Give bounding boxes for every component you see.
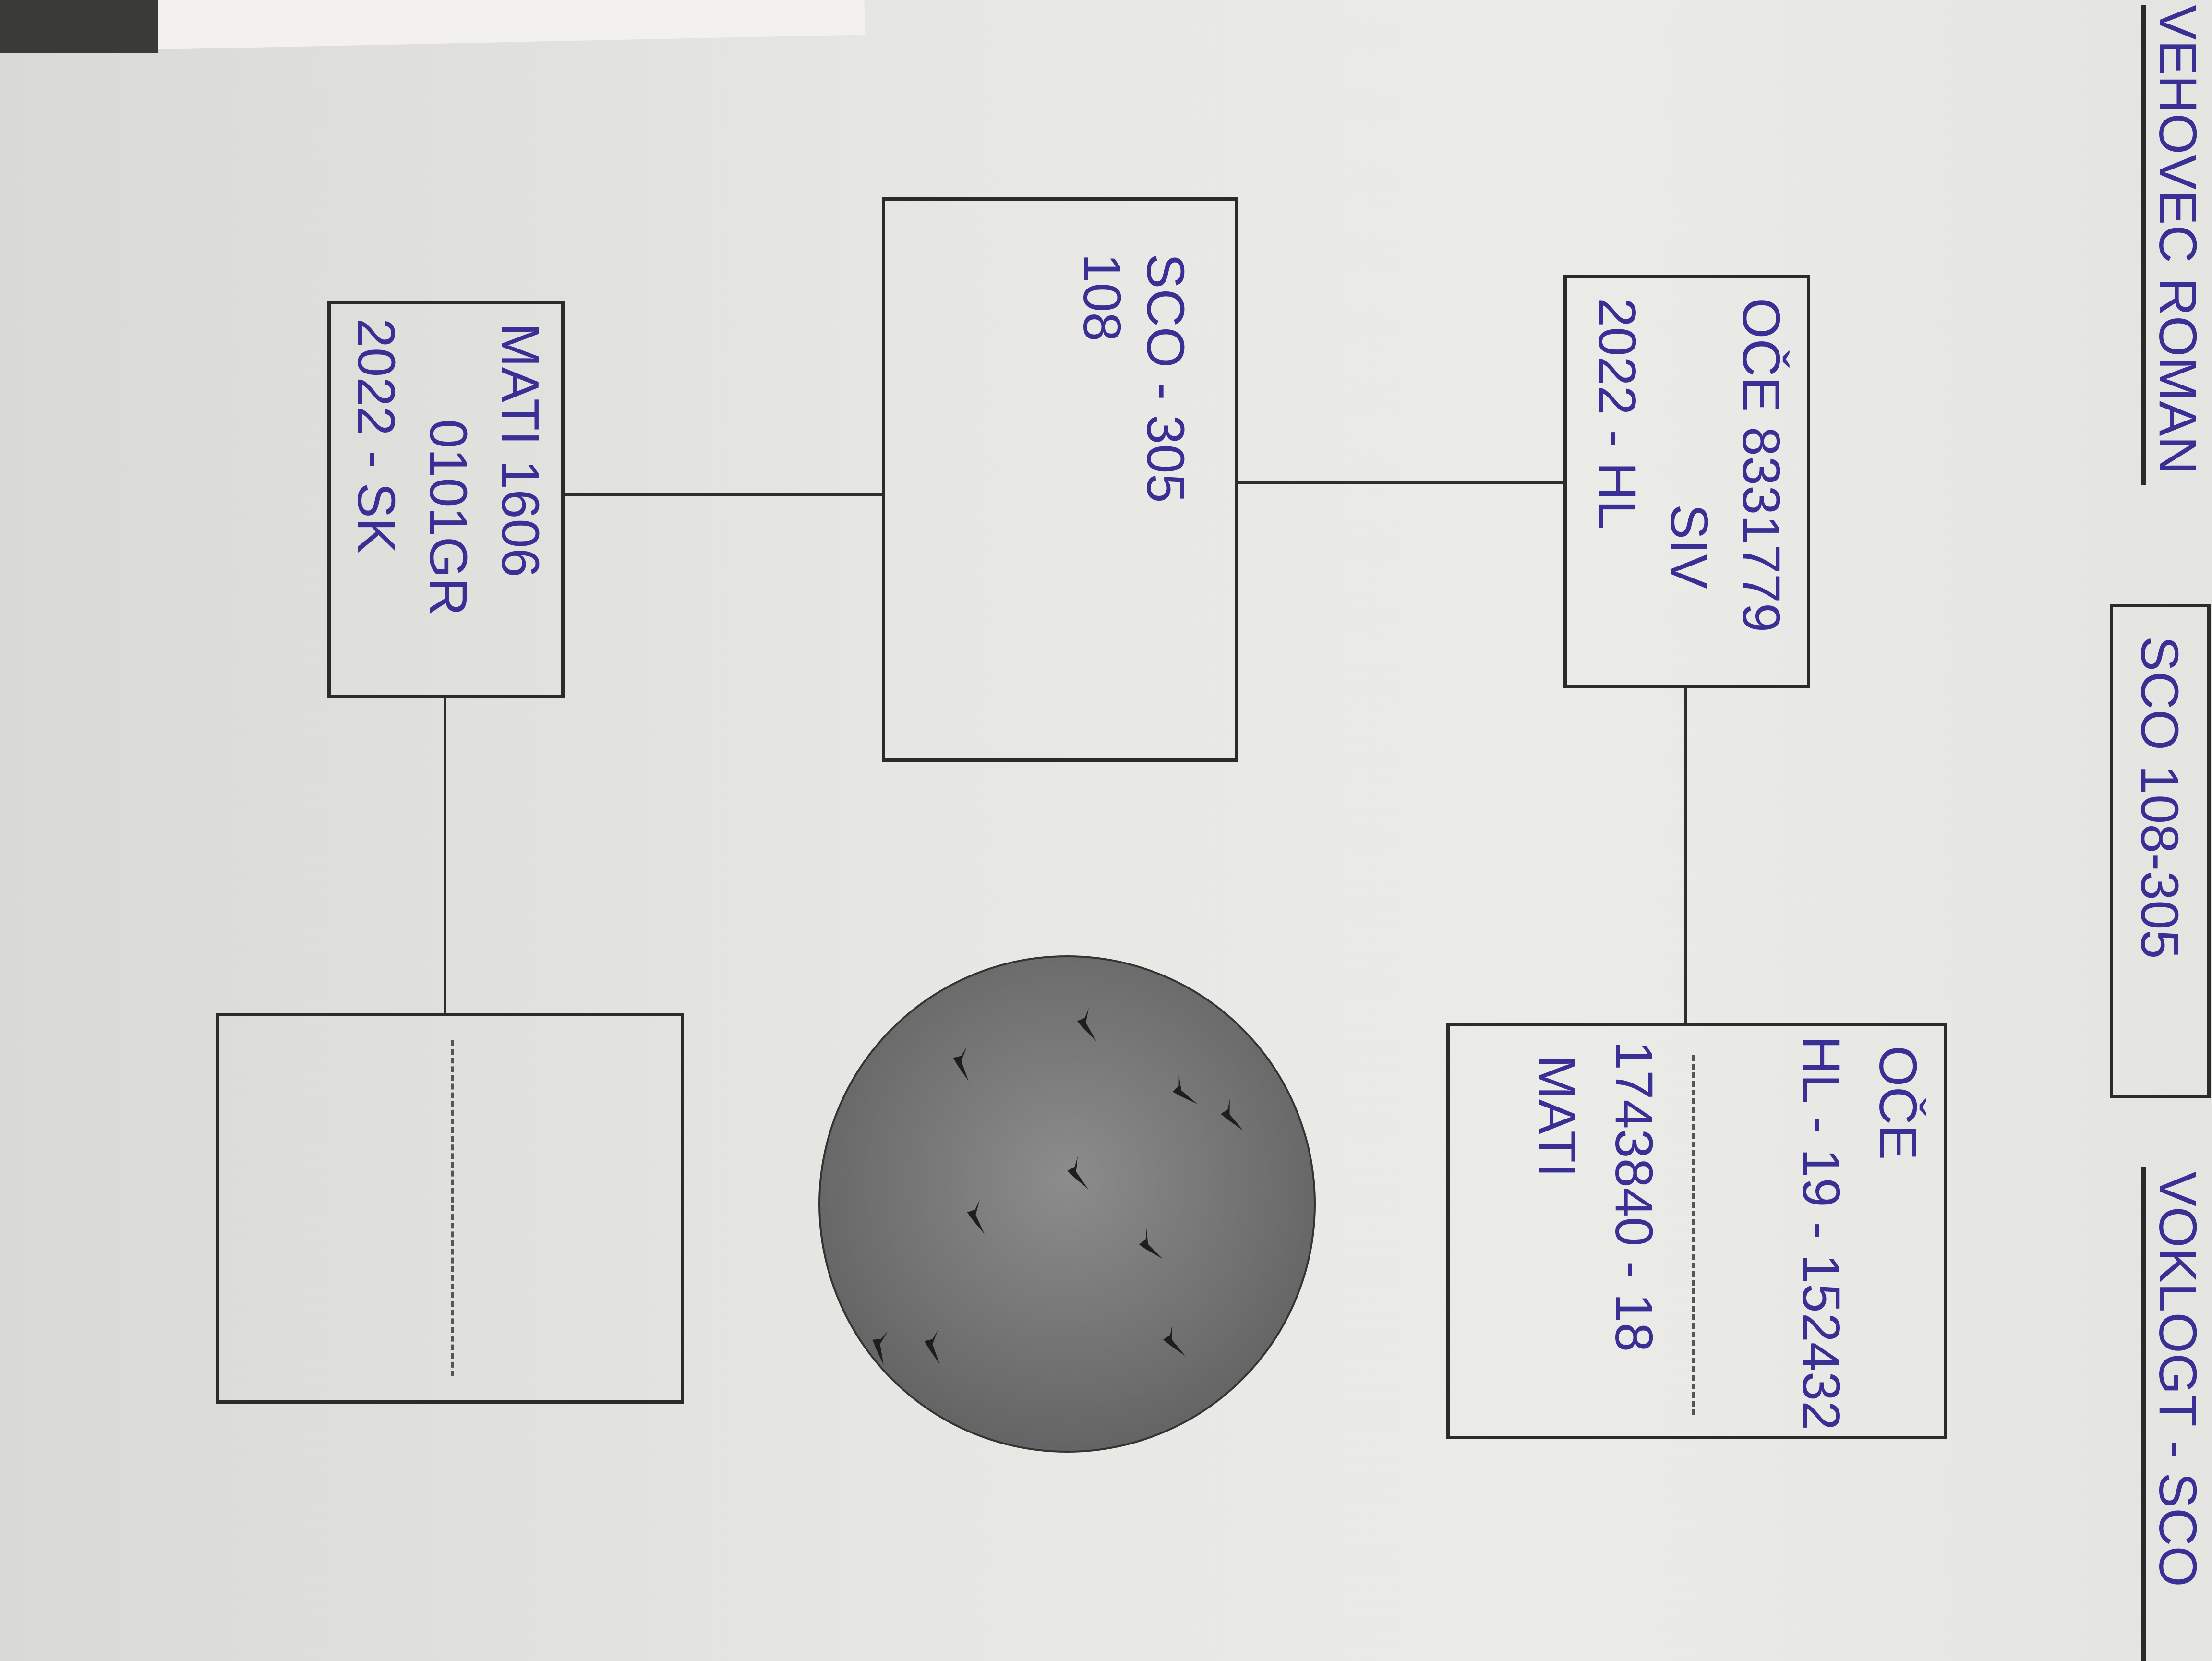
subject-box: SCO - 305 108	[882, 197, 1238, 762]
father-line-1: OČE 8331779	[1731, 298, 1791, 633]
subject-line-2: 108	[1072, 253, 1131, 342]
mother-line-1: MATI 1606	[491, 323, 550, 578]
father-line-2: SIV	[1659, 504, 1719, 590]
mother-box: MATI 1606 0101GR 2022 - SK	[327, 301, 565, 698]
connector-father-parents	[1684, 688, 1687, 1023]
subject-text: SCO - 305 108	[1070, 253, 1197, 503]
bird-icon	[965, 1199, 987, 1234]
breed-title-underline	[2141, 1167, 2146, 1661]
bird-icon	[1136, 1227, 1163, 1264]
mother-line-3: 2022 - SK	[347, 318, 406, 554]
father-box: OČE 8331779 SIV 2022 - HL	[1563, 275, 1810, 688]
divider-dashed	[1692, 1055, 1695, 1415]
bird-icon	[1218, 1097, 1243, 1134]
bird-icon	[950, 1045, 974, 1081]
mother-parents-box	[216, 1013, 684, 1404]
owner-name: VEHOVEC ROMAN	[2148, 5, 2207, 474]
father-line-3: 2022 - HL	[1587, 298, 1647, 530]
grandfather-ring: HL - 19 - 152432	[1791, 1036, 1851, 1431]
background-shadow	[0, 0, 158, 53]
breed-title: VOKLOGT - SCO	[2148, 1171, 2207, 1587]
ring-number: SCO 108-305	[2130, 636, 2189, 959]
bird-icon	[866, 1327, 895, 1365]
divider-dashed	[451, 1040, 454, 1376]
subject-line-1: SCO - 305	[1136, 253, 1195, 503]
connector-mother-parents	[444, 698, 446, 1013]
bird-icon	[1077, 1008, 1096, 1041]
owner-name-underline	[2141, 5, 2146, 485]
bird-icon	[1161, 1323, 1186, 1360]
ring-number-box: SCO 108-305	[2110, 604, 2211, 1098]
grandmother-label: MATI	[1527, 1055, 1587, 1178]
bird-icon	[921, 1328, 946, 1364]
grandmother-ring: 1743840 - 18	[1604, 1041, 1663, 1352]
connector-mother	[565, 493, 882, 496]
birds-in-circle-icon	[818, 955, 1316, 1453]
connector-father	[1238, 481, 1563, 484]
grandfather-label: OČE	[1868, 1046, 1927, 1160]
bird-icon	[1168, 1072, 1198, 1110]
mother-line-2: 0101GR	[419, 419, 478, 616]
father-parents-box: OČE HL - 19 - 152432 1743840 - 18 MATI	[1446, 1023, 1947, 1439]
bird-icon	[1066, 1155, 1088, 1191]
